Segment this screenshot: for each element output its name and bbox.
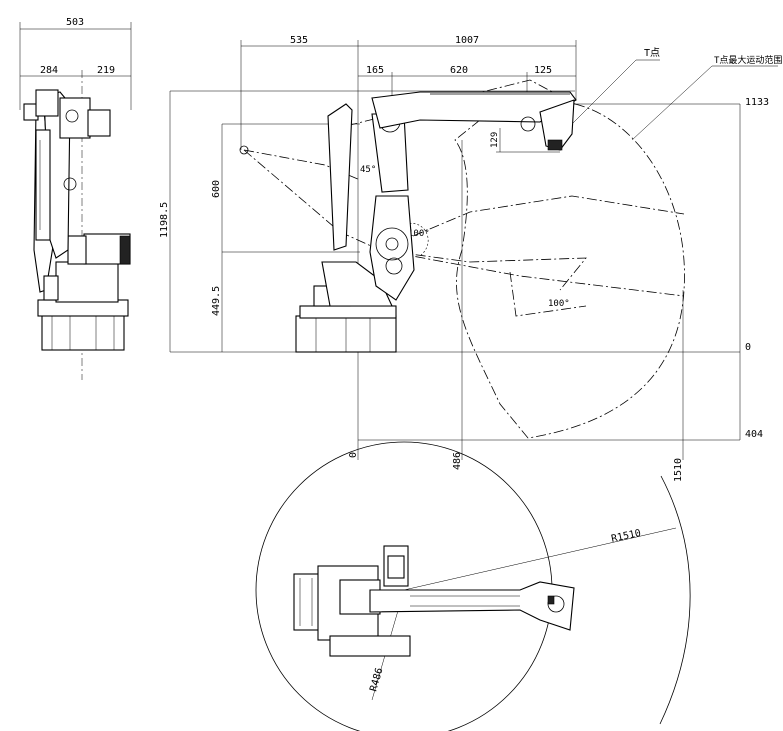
dim-129: 129 (490, 132, 500, 148)
side-robot-body (23, 89, 131, 351)
bottom-0: 0 (348, 452, 359, 458)
dim-600: 600 (211, 180, 222, 198)
angle-45: 45° (360, 165, 376, 175)
side-dim-left: 284 (40, 65, 58, 76)
dim-165: 165 (366, 65, 384, 76)
dim-1007: 1007 (455, 35, 479, 46)
angle-100-a: 100° (408, 229, 430, 239)
label-t-point: T点 (644, 47, 660, 59)
right-0: 0 (745, 342, 751, 353)
bottom-486: 486 (452, 452, 463, 470)
front-robot-body (295, 91, 577, 353)
dim-535: 535 (290, 35, 308, 46)
radius-outer: R1510 (610, 528, 642, 545)
dim-1198: 1198.5 (159, 202, 170, 238)
label-t-range: T点最大运动范围 (714, 54, 782, 66)
top-robot-body (293, 545, 575, 657)
dim-620: 620 (450, 65, 468, 76)
bottom-1510: 1510 (673, 458, 684, 482)
side-view: 503 284 219 (19, 17, 132, 380)
front-view: 535 1007 165 620 125 20 129 1198.5 600 4… (159, 35, 782, 482)
right-404: 404 (745, 429, 763, 440)
workspace-envelope (454, 103, 685, 439)
angle-100-b: 100° (548, 299, 570, 309)
right-1133: 1133 (745, 97, 769, 108)
top-view: R1510 R486 (255, 441, 691, 731)
dim-449: 449.5 (211, 286, 222, 316)
outer-reach-arc (659, 475, 691, 725)
side-dim-total: 503 (66, 17, 84, 28)
side-dim-right: 219 (97, 65, 115, 76)
dim-125: 125 (534, 65, 552, 76)
radius-inner: R486 (368, 667, 385, 693)
